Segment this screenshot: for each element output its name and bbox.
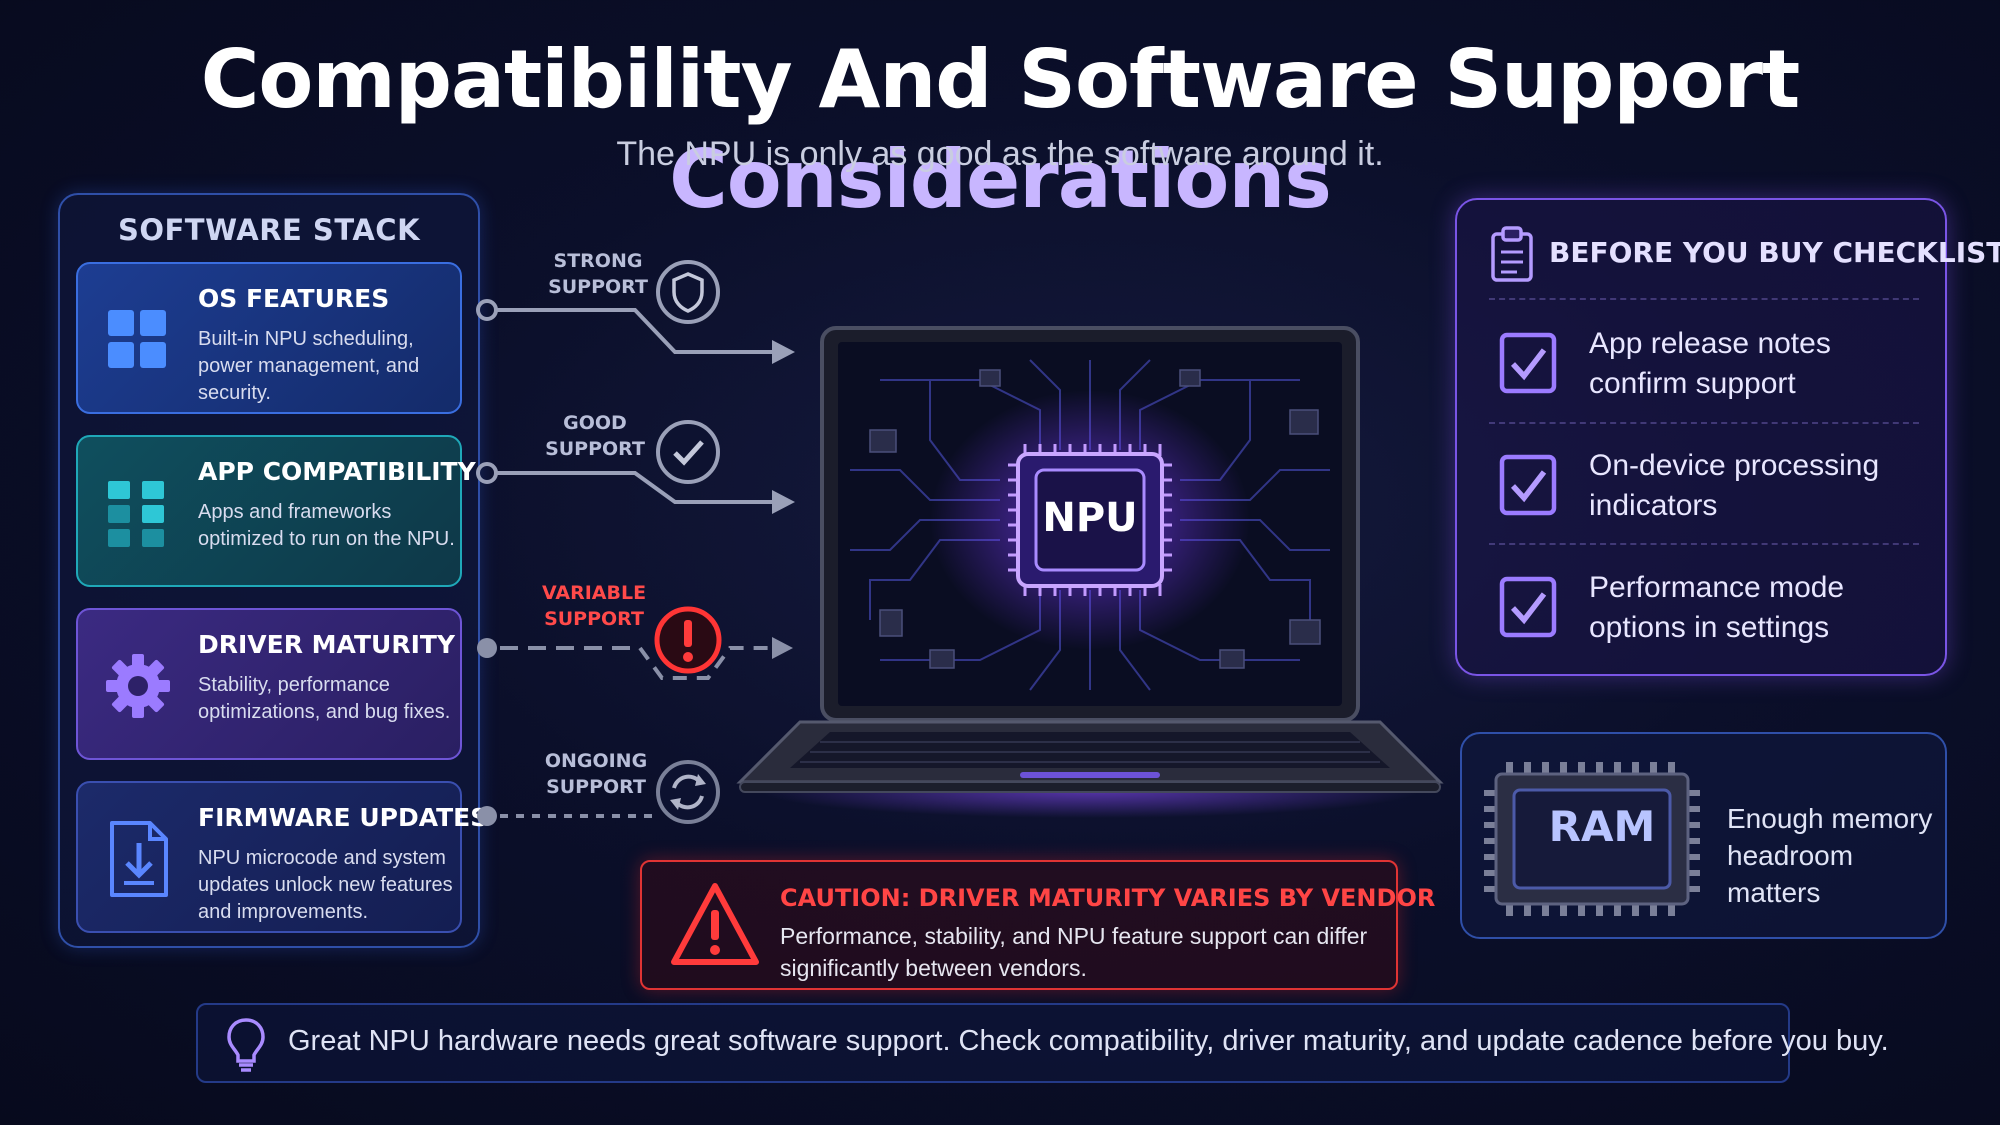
laptop-illustration [736, 326, 1444, 818]
ram-label: RAM [1548, 802, 1656, 851]
lightbulb-icon [227, 1018, 265, 1072]
checklist-divider [1489, 422, 1919, 424]
caution-text: Performance, stability, and NPU feature … [780, 923, 1368, 981]
ram-text: Enough memory headroom matters [1727, 803, 1933, 908]
checkbox-checked-icon [1499, 454, 1557, 516]
caution-box: CAUTION: DRIVER MATURITY VARIES BY VENDO… [640, 860, 1435, 990]
driver-maturity-card: DRIVER MATURITY Stability, performance o… [76, 608, 462, 760]
footer-tip: Great NPU hardware needs great software … [196, 1003, 1889, 1083]
ongoing-support-connector [477, 806, 660, 826]
card-title: DRIVER MATURITY [198, 630, 456, 659]
software-stack-panel: SOFTWARE STACK OS FEATURES Built-in NPU … [58, 193, 488, 948]
title-accent: Considerations [669, 133, 1332, 226]
checkbox-checked-icon [1499, 332, 1557, 394]
title-main: Compatibility And Software Support [200, 33, 1801, 126]
card-title: FIRMWARE UPDATES [198, 803, 489, 832]
caution-title: CAUTION: DRIVER MATURITY VARIES BY VENDO… [780, 884, 1436, 912]
checkbox-checked-icon [1499, 576, 1557, 638]
ram-panel: RAM Enough memory headroom matters [1460, 732, 1947, 939]
footer-text: Great NPU hardware needs great software … [288, 1025, 1889, 1057]
os-features-card: OS FEATURES Built-in NPU scheduling, pow… [76, 262, 462, 414]
download-file-icon [110, 821, 168, 897]
software-stack-title: SOFTWARE STACK [117, 213, 421, 247]
checklist-title: BEFORE YOU BUY CHECKLIST [1549, 236, 2000, 269]
windows-grid-icon [108, 310, 166, 368]
variable-support-connector [477, 637, 793, 680]
app-compatibility-card: APP COMPATIBILITY Apps and frameworks op… [76, 435, 476, 587]
good-support-connector [476, 462, 795, 514]
exclamation-icon [654, 606, 722, 674]
card-description: Built-in NPU scheduling, power managemen… [198, 328, 420, 404]
page-subtitle: The NPU is only as good as the software … [616, 135, 1384, 173]
shield-icon [656, 260, 720, 324]
checklist-divider [1489, 298, 1919, 300]
check-circle-icon [656, 420, 720, 484]
card-description: Apps and frameworks optimized to run on … [198, 501, 455, 550]
clipboard-icon [1491, 226, 1533, 282]
card-title: APP COMPATIBILITY [198, 457, 476, 486]
apps-grid-icon [108, 481, 164, 547]
gear-icon [106, 654, 170, 718]
page-title: Compatibility And Software Support Consi… [0, 30, 2000, 230]
strong-support-connector [476, 299, 795, 364]
ram-chip-icon [1484, 762, 1700, 916]
firmware-updates-card: FIRMWARE UPDATES NPU microcode and syste… [76, 781, 488, 933]
refresh-icon [656, 760, 720, 824]
checklist-divider [1489, 543, 1919, 545]
npu-chip-label: NPU [1042, 495, 1138, 541]
card-description: NPU microcode and system updates unlock … [198, 847, 453, 923]
card-description: Stability, performance optimizations, an… [198, 674, 451, 723]
warning-triangle-icon [671, 883, 759, 965]
card-title: OS FEATURES [198, 284, 390, 313]
before-you-buy-checklist: BEFORE YOU BUY CHECKLIST App release not… [1455, 198, 2000, 676]
